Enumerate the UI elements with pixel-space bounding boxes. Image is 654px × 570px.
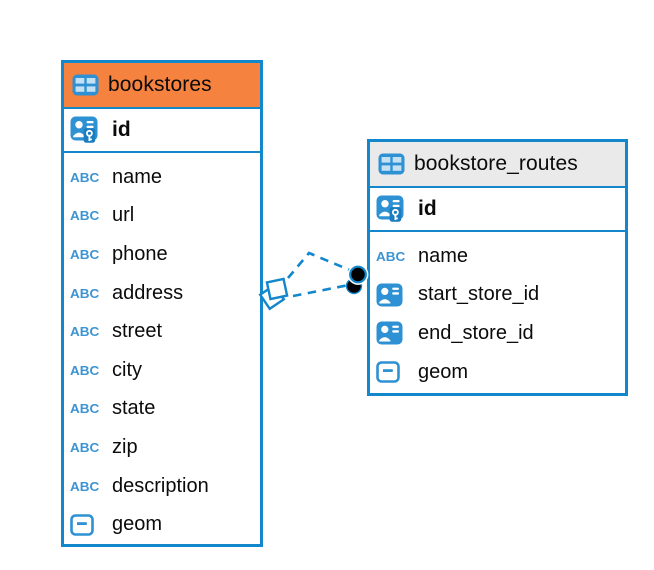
table-icon: [378, 153, 405, 175]
text-icon: ABC: [70, 479, 104, 494]
text-icon: ABC: [70, 286, 104, 301]
column-name: geom: [112, 513, 163, 536]
abc-label: ABC: [376, 249, 406, 264]
column-row[interactable]: end_store_id: [370, 314, 625, 353]
relationship-line-end-store-id[interactable]: [292, 283, 350, 298]
text-icon: ABC: [70, 401, 104, 416]
column-row[interactable]: ABC street: [64, 312, 260, 351]
user-ref-icon: [376, 321, 410, 345]
abc-label: ABC: [70, 247, 100, 262]
column-row[interactable]: start_store_id: [370, 276, 625, 315]
text-icon: ABC: [70, 208, 104, 223]
abc-label: ABC: [70, 208, 100, 224]
column-name: phone: [112, 242, 168, 265]
column-name: state: [112, 397, 156, 420]
column-row-primary-key[interactable]: id: [370, 188, 625, 232]
column-name: name: [112, 165, 163, 188]
text-icon: ABC: [70, 170, 104, 185]
abc-label: ABC: [70, 440, 100, 455]
abc-label: ABC: [70, 170, 100, 185]
one-end-marker[interactable]: [345, 264, 369, 295]
abc-label: ABC: [70, 324, 100, 339]
abc-label: ABC: [70, 363, 100, 378]
column-name: address: [112, 281, 184, 304]
column-name: city: [112, 358, 142, 381]
column-name: geom: [418, 360, 469, 383]
abc-label: ABC: [70, 401, 100, 416]
column-row[interactable]: ABC phone: [64, 235, 260, 274]
column-name: name: [418, 244, 469, 267]
table-icon: [72, 74, 99, 96]
column-name: zip: [112, 435, 138, 458]
column-name: id: [418, 197, 437, 220]
column-row-primary-key[interactable]: id: [64, 109, 260, 153]
table-header[interactable]: bookstore_routes: [370, 142, 625, 188]
column-name: description: [112, 474, 209, 497]
column-name: url: [112, 204, 135, 227]
column-row[interactable]: geom: [370, 353, 625, 392]
geometry-icon: [376, 361, 410, 383]
relationship-line-start-store-id[interactable]: [287, 251, 353, 279]
column-row[interactable]: ABC address: [64, 274, 260, 313]
table-title: bookstores: [108, 73, 212, 96]
user-key-icon: [70, 116, 104, 144]
table-title: bookstore_routes: [414, 152, 578, 175]
column-row[interactable]: ABC zip: [64, 428, 260, 467]
column-name: start_store_id: [418, 283, 540, 306]
abc-label: ABC: [70, 478, 100, 494]
table-header[interactable]: bookstores: [64, 63, 260, 109]
table-bookstore-routes[interactable]: bookstore_routes id ABC name start_store_i…: [367, 139, 628, 396]
column-row[interactable]: geom: [64, 505, 260, 544]
column-name: end_store_id: [418, 321, 534, 344]
text-icon: ABC: [70, 440, 104, 455]
text-icon: ABC: [70, 363, 104, 378]
column-row[interactable]: ABC city: [64, 351, 260, 390]
column-row[interactable]: ABC state: [64, 390, 260, 429]
user-key-icon: [376, 195, 410, 223]
text-icon: ABC: [70, 324, 104, 339]
text-icon: ABC: [376, 249, 410, 264]
column-name: id: [112, 118, 131, 141]
many-end-marker[interactable]: [258, 277, 289, 311]
column-row[interactable]: ABC name: [370, 237, 625, 276]
column-name: street: [112, 320, 163, 343]
column-row[interactable]: ABC url: [64, 197, 260, 236]
geometry-icon: [70, 513, 104, 536]
user-ref-icon: [376, 283, 410, 307]
column-row[interactable]: ABC description: [64, 467, 260, 506]
column-row[interactable]: ABC name: [64, 158, 260, 197]
text-icon: ABC: [70, 247, 104, 262]
abc-label: ABC: [70, 285, 100, 301]
